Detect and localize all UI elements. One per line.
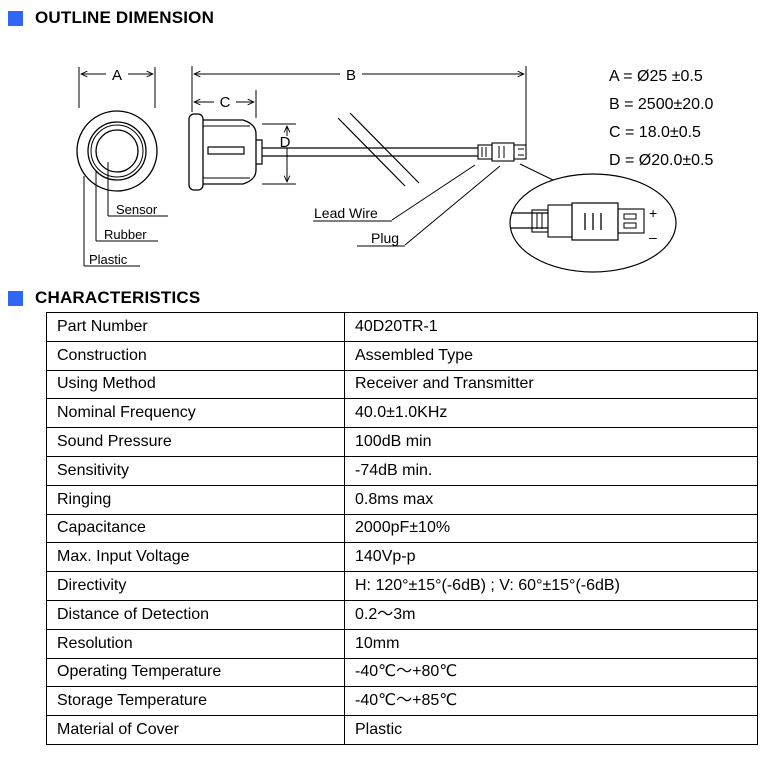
spec-value-cell: Assembled Type <box>344 340 758 371</box>
spec-name-cell: Max. Input Voltage <box>46 542 345 573</box>
spec-name-cell: Material of Cover <box>46 715 345 745</box>
dim-a-value: A = Ø25 ±0.5 <box>609 68 703 85</box>
dimension-list: A = Ø25 ±0.5 B = 2500±20.0 C = 18.0±0.5 … <box>609 68 714 169</box>
table-row: Storage Temperature-40℃～+85℃ <box>46 686 758 717</box>
dimension-a: A <box>78 67 156 108</box>
spec-value-cell: -74dB min. <box>344 455 758 486</box>
plastic-label: Plastic <box>89 252 128 267</box>
spec-name-cell: Sound Pressure <box>46 427 345 457</box>
outline-section-title: OUTLINE DIMENSION <box>35 8 215 27</box>
spec-value-cell: 40D20TR-1 <box>344 312 758 342</box>
dim-c-label: C <box>220 94 231 111</box>
minus-label: – <box>649 229 657 245</box>
dim-b-label: B <box>346 67 356 84</box>
spec-value-cell: 10mm <box>344 628 758 659</box>
characteristics-section-header: CHARACTERISTICS <box>8 288 200 308</box>
spec-name-cell: Capacitance <box>46 513 345 544</box>
spec-value-cell: 140Vp-p <box>344 542 758 573</box>
outline-drawing: A Sensor Rubber Plastic B C <box>76 66 714 273</box>
dimension-b: B <box>191 66 527 150</box>
spec-name-cell: Construction <box>46 340 345 371</box>
spec-name-cell: Using Method <box>46 369 345 400</box>
side-view: D <box>188 113 296 191</box>
plug-label: Plug <box>371 230 399 246</box>
spec-name-cell: Sensitivity <box>46 455 345 486</box>
spec-name-cell: Resolution <box>46 628 345 659</box>
plug-zoom-callout: + – <box>509 163 677 273</box>
rubber-label: Rubber <box>104 227 147 242</box>
spec-name-cell: Ringing <box>46 484 345 515</box>
dim-d-label: D <box>280 134 291 151</box>
table-row: Operating Temperature-40℃～+80℃ <box>46 657 758 688</box>
plug: Plug <box>357 142 527 247</box>
outline-section-header: OUTLINE DIMENSION <box>8 8 214 28</box>
spec-value-cell: H: 120°±15°(-6dB) ; V: 60°±15°(-6dB) <box>344 571 758 601</box>
sensor-label: Sensor <box>116 202 158 217</box>
table-row: Sensitivity-74dB min. <box>46 455 758 486</box>
dim-d-value: D = Ø20.0±0.5 <box>609 152 714 169</box>
spec-name-cell: Storage Temperature <box>46 686 345 717</box>
spec-value-cell: Plastic <box>344 715 758 745</box>
spec-value-cell: Receiver and Transmitter <box>344 369 758 400</box>
spec-name-cell: Distance of Detection <box>46 599 345 630</box>
spec-value-cell: 0.8ms max <box>344 484 758 515</box>
front-view: Sensor Rubber Plastic <box>76 110 168 267</box>
lead-wire: Lead Wire <box>262 112 478 222</box>
spec-name-cell: Directivity <box>46 571 345 601</box>
spec-value-cell: 100dB min <box>344 427 758 457</box>
spec-name-cell: Operating Temperature <box>46 657 345 688</box>
dim-c-value: C = 18.0±0.5 <box>609 124 701 141</box>
plus-label: + <box>649 205 657 221</box>
spec-name-cell: Part Number <box>46 312 345 342</box>
characteristics-section-title: CHARACTERISTICS <box>35 288 201 307</box>
lead-wire-label: Lead Wire <box>314 205 378 221</box>
dim-a-label: A <box>112 67 122 84</box>
section-marker-icon <box>8 290 23 306</box>
spec-value-cell: 40.0±1.0KHz <box>344 398 758 429</box>
dimension-c: C <box>194 90 257 118</box>
spec-value-cell: -40℃～+85℃ <box>344 686 758 717</box>
spec-value-cell: -40℃～+80℃ <box>344 657 758 688</box>
spec-name-cell: Nominal Frequency <box>46 398 345 429</box>
section-marker-icon <box>8 10 23 26</box>
spec-value-cell: 2000pF±10% <box>344 513 758 544</box>
dim-b-value: B = 2500±20.0 <box>609 96 714 113</box>
spec-value-cell: 0.2～3m <box>344 599 758 630</box>
